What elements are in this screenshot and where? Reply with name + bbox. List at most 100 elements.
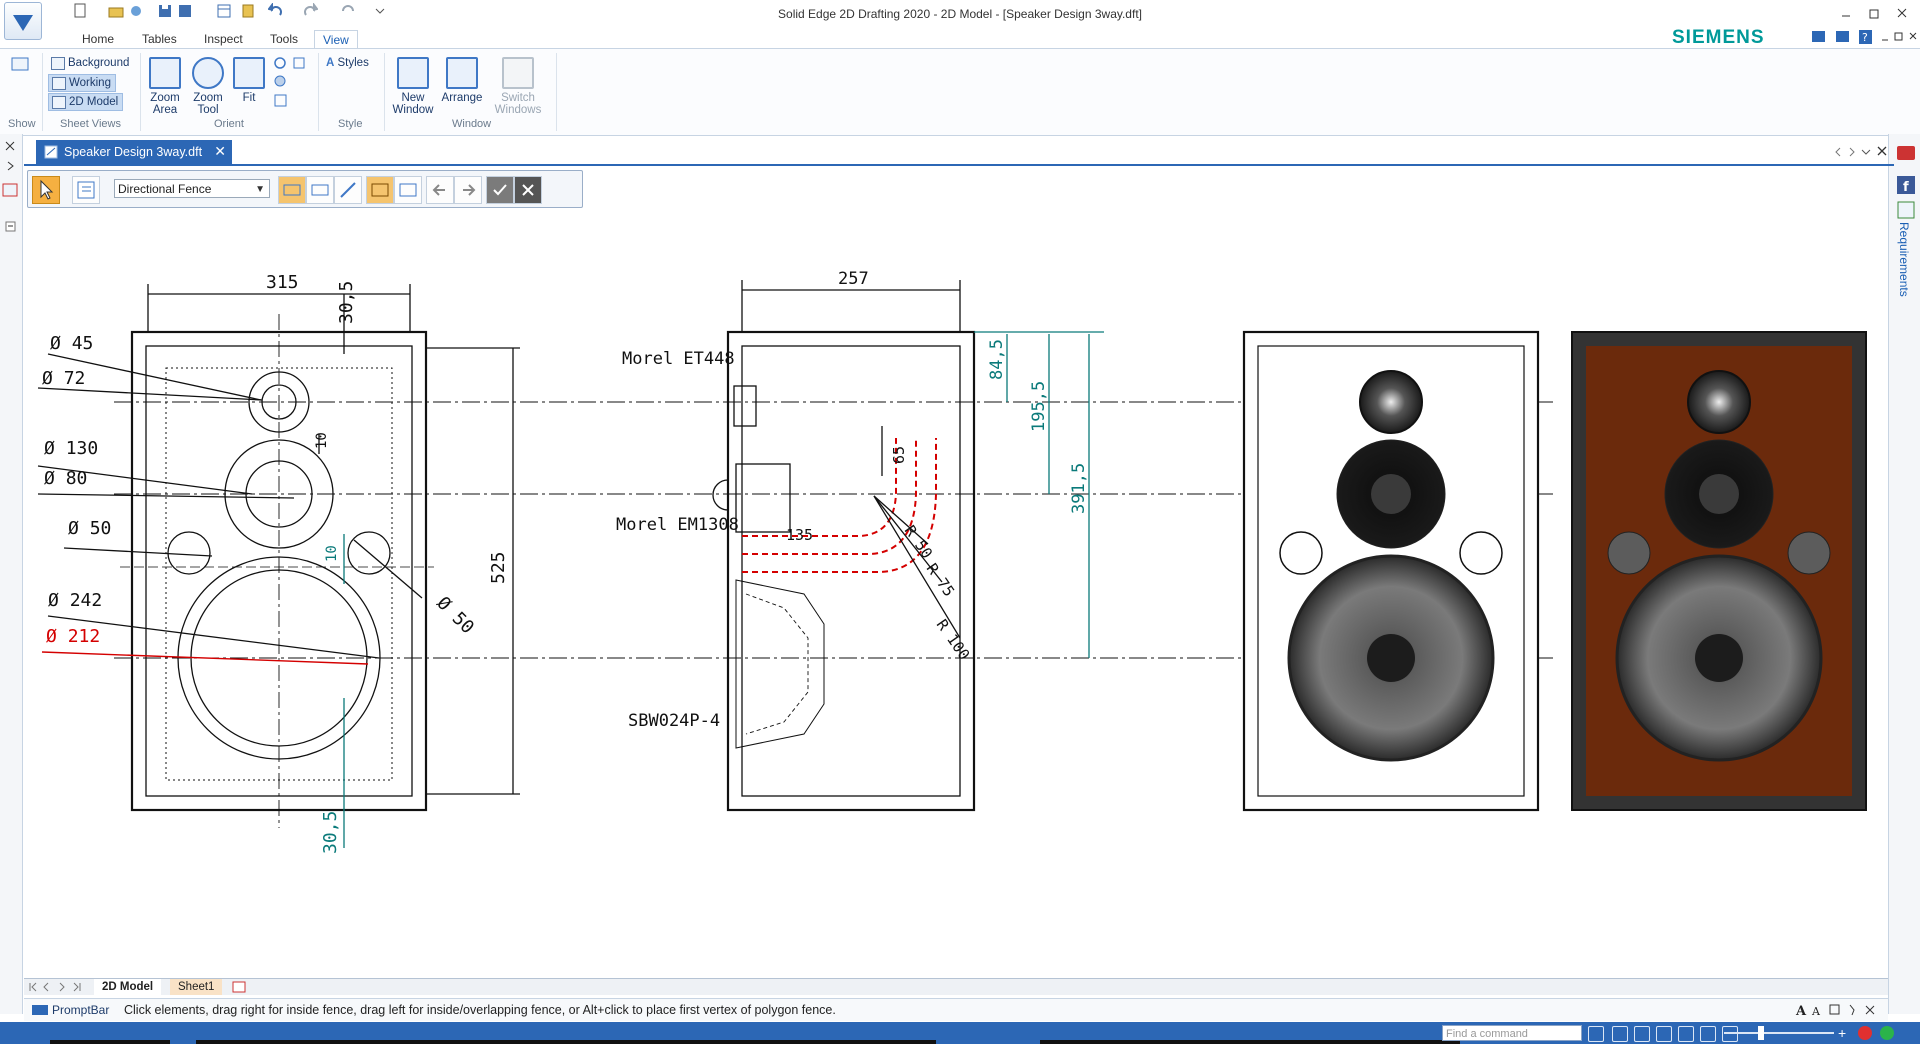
- sheet-view-working[interactable]: Working: [48, 74, 116, 92]
- tab-home[interactable]: Home: [82, 32, 115, 46]
- close-icon[interactable]: [1897, 8, 1907, 18]
- select-similar-button[interactable]: [306, 176, 334, 204]
- forward-button[interactable]: [454, 176, 482, 204]
- sheet-view-2d-model[interactable]: 2D Model: [48, 93, 124, 111]
- driver-label-woofer: SBW024P-4: [628, 711, 720, 731]
- rotate-status-icon[interactable]: [1722, 1026, 1738, 1042]
- back-button[interactable]: [426, 176, 454, 204]
- first-sheet-icon[interactable]: [29, 982, 37, 992]
- highlight-button[interactable]: [334, 176, 362, 204]
- collapse-icon[interactable]: [5, 221, 16, 232]
- inside-fence-button[interactable]: [366, 176, 394, 204]
- overlap-fence-button[interactable]: [394, 176, 422, 204]
- pin-icon[interactable]: [1849, 1004, 1855, 1016]
- undo-icon[interactable]: [268, 3, 284, 19]
- fit-status-icon[interactable]: [1656, 1026, 1672, 1042]
- close-pane-icon[interactable]: [5, 141, 15, 151]
- zoom-area-button[interactable]: Zoom Area: [146, 57, 184, 116]
- font-smaller-icon[interactable]: A: [1811, 1005, 1821, 1018]
- styles-button[interactable]: A Styles: [326, 57, 369, 69]
- arrange-button[interactable]: Arrange: [440, 57, 484, 104]
- paste-icon[interactable]: [240, 3, 256, 19]
- status-ok-icon[interactable]: [1880, 1026, 1894, 1040]
- sheet-tab-sheet1[interactable]: Sheet1: [170, 979, 223, 995]
- repeat-icon[interactable]: [340, 3, 356, 19]
- drawing-canvas[interactable]: 315 30,5 525 10 10 30,5 Ø 45 Ø 72 Ø 130 …: [24, 164, 1886, 976]
- show-icon[interactable]: [10, 55, 32, 77]
- library-icon[interactable]: [2, 183, 18, 197]
- expand-pane-icon[interactable]: [7, 161, 14, 171]
- application-menu-button[interactable]: [4, 2, 42, 40]
- new-window-button[interactable]: New Window: [388, 57, 438, 116]
- restore-icon[interactable]: [1869, 9, 1879, 19]
- front-render-view[interactable]: [1242, 330, 1540, 812]
- close-doc-icon[interactable]: [1909, 32, 1917, 40]
- new-document-icon[interactable]: [72, 3, 88, 19]
- dim-width: 315: [266, 272, 299, 293]
- zoom-slider[interactable]: [1724, 1032, 1834, 1034]
- accept-button[interactable]: [486, 176, 514, 204]
- tab-tables[interactable]: Tables: [142, 32, 177, 46]
- prev-sheet-icon[interactable]: [43, 982, 49, 992]
- help-icon[interactable]: ?: [1859, 30, 1872, 44]
- pan-icon[interactable]: [274, 75, 286, 87]
- side-view[interactable]: [712, 280, 1104, 812]
- chevron-down-icon[interactable]: [1861, 149, 1871, 155]
- next-sheet-icon[interactable]: [59, 982, 65, 992]
- select-tool-button[interactable]: [32, 176, 60, 204]
- save-all-icon[interactable]: [177, 3, 193, 19]
- layout-alt-icon[interactable]: [1836, 31, 1849, 42]
- color-render-view[interactable]: [1571, 331, 1867, 811]
- font-size-icon[interactable]: A: [1795, 1004, 1807, 1018]
- cancel-button[interactable]: [514, 176, 542, 204]
- table-icon[interactable]: [216, 3, 232, 19]
- document-tab[interactable]: Speaker Design 3way.dft ✕: [36, 140, 232, 164]
- fit-button[interactable]: Fit: [232, 57, 266, 104]
- close-all-icon[interactable]: [1877, 146, 1887, 156]
- share-icon[interactable]: [1588, 1026, 1604, 1042]
- facebook-icon[interactable]: f: [1897, 176, 1915, 195]
- tab-view[interactable]: View: [314, 30, 358, 49]
- redo-icon[interactable]: [302, 3, 318, 19]
- sheet-tab-2d-model[interactable]: 2D Model: [94, 979, 162, 995]
- customize-chevron-down-icon[interactable]: [372, 3, 388, 19]
- save-icon[interactable]: [157, 3, 173, 19]
- view-status-icon[interactable]: [1700, 1026, 1716, 1042]
- dock-icon[interactable]: [1829, 1004, 1840, 1015]
- requirements-tab[interactable]: Requirements: [1897, 222, 1911, 297]
- pan-status-icon[interactable]: [1678, 1026, 1694, 1042]
- zoom-tool-button[interactable]: Zoom Tool: [188, 57, 228, 116]
- requirements-icon[interactable]: [1897, 201, 1915, 219]
- dim-top-offset: 30,5: [336, 281, 357, 324]
- zoom-status-icon[interactable]: [1634, 1026, 1650, 1042]
- previous-view-icon[interactable]: [274, 94, 287, 107]
- close-document-icon[interactable]: ✕: [214, 143, 226, 159]
- copy-view-icon[interactable]: [293, 57, 305, 69]
- chevron-right-icon[interactable]: [1849, 147, 1855, 157]
- add-sheet-icon[interactable]: [232, 981, 246, 993]
- front-view[interactable]: [37, 284, 1554, 848]
- close-prompt-icon[interactable]: [1865, 1005, 1875, 1015]
- switch-windows-button[interactable]: Switch Windows: [490, 57, 546, 116]
- open-folder-icon[interactable]: [108, 3, 124, 19]
- selection-mode-select[interactable]: Directional Fence ▼: [114, 179, 270, 198]
- zoom-slider-thumb[interactable]: [1758, 1026, 1764, 1040]
- layout-icon[interactable]: [1812, 31, 1825, 42]
- drawing-file-icon: [44, 145, 58, 159]
- find-command-input[interactable]: Find a command: [1442, 1025, 1582, 1041]
- select-all-button[interactable]: [278, 176, 306, 204]
- last-sheet-icon[interactable]: [73, 982, 81, 992]
- tab-tools[interactable]: Tools: [270, 32, 299, 46]
- restore-ribbon-icon[interactable]: [1894, 32, 1903, 41]
- web-icon[interactable]: [128, 3, 144, 19]
- youtube-icon[interactable]: [1897, 146, 1915, 160]
- zoom-in-plus-icon[interactable]: +: [1838, 1025, 1847, 1041]
- zoom-area-status-icon[interactable]: [1612, 1026, 1628, 1042]
- sheet-view-background[interactable]: Background: [48, 55, 133, 71]
- options-button[interactable]: [72, 176, 100, 204]
- record-icon[interactable]: [1858, 1026, 1872, 1040]
- chevron-left-icon[interactable]: [1835, 147, 1841, 157]
- close-icon: [522, 184, 534, 196]
- zoom-in-icon[interactable]: [274, 57, 286, 69]
- tab-inspect[interactable]: Inspect: [204, 32, 243, 46]
